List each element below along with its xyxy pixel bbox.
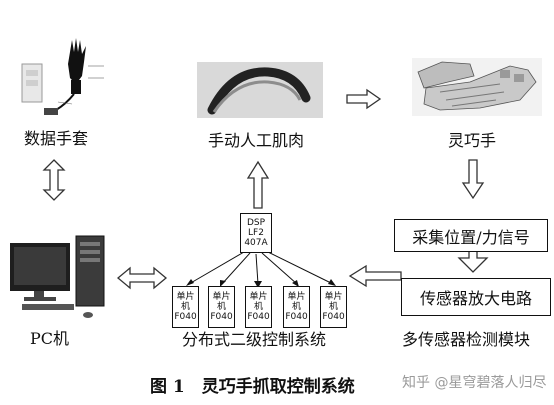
artificial-muscle-image [197, 62, 323, 118]
dsp-line2: LF2 [248, 228, 264, 238]
dsp-fanout-lines [188, 251, 334, 285]
mcu-5-line3: F040 [322, 312, 345, 322]
mcu-5-line1: 单片 [324, 292, 343, 302]
mcu-3-line3: F040 [247, 312, 270, 322]
manual-muscle-label: 手动人工肌肉 [208, 131, 305, 150]
arrow-double-pc-mcu [116, 266, 168, 290]
flow-arrows [42, 88, 489, 290]
arrow-down-collect-amplifier [457, 249, 489, 273]
mcu-2-line2: 机 [216, 302, 226, 312]
mcu-4-line1: 单片 [287, 292, 306, 302]
watermark-text: 知乎 @星穹碧落人归尽 [402, 375, 547, 391]
dsp-box: DSP LF2 407A [240, 213, 272, 253]
mcu-box-2: 单片 机 F040 [208, 286, 235, 328]
arrow-right-muscle-hand [346, 88, 382, 110]
collect-signal-text: 采集位置/力信号 [412, 227, 530, 247]
mcu-4-line3: F040 [285, 312, 308, 322]
arrow-left-amplifier-mcu [348, 264, 402, 288]
dsp-line3: 407A [244, 238, 268, 248]
distributed-system-label: 分布式二级控制系统 [182, 330, 327, 349]
dexterous-hand-image [412, 58, 542, 116]
data-glove-image [21, 38, 104, 115]
multi-sensor-module-label: 多传感器检测模块 [402, 330, 531, 349]
mcu-1-line2: 机 [180, 302, 190, 312]
arrow-double-glove-pc [42, 159, 66, 201]
dexterous-hand-label: 灵巧手 [448, 131, 497, 150]
dsp-fanout-arrowheads [186, 279, 336, 288]
figure-caption: 图 1 灵巧手抓取控制系统 [150, 377, 355, 397]
mcu-3-line1: 单片 [249, 292, 268, 302]
collect-signal-box: 采集位置/力信号 [394, 219, 548, 252]
amplifier-box: 传感器放大电路 [401, 278, 551, 316]
mcu-2-line3: F040 [210, 312, 233, 322]
mcu-box-4: 单片 机 F040 [283, 286, 310, 328]
mcu-1-line1: 单片 [176, 292, 195, 302]
mcu-2-line1: 单片 [212, 292, 231, 302]
mcu-3-line2: 机 [253, 302, 263, 312]
mcu-5-line2: 机 [328, 302, 338, 312]
pc-label: PC机 [30, 329, 70, 348]
amplifier-text: 传感器放大电路 [419, 289, 532, 308]
mcu-box-3: 单片 机 F040 [245, 286, 272, 328]
mcu-box-5: 单片 机 F040 [320, 286, 347, 328]
data-glove-label: 数据手套 [24, 129, 89, 148]
mcu-box-1: 单片 机 F040 [172, 286, 199, 328]
arrow-down-hand-collect [461, 159, 485, 200]
mcu-4-line2: 机 [291, 302, 301, 312]
arrow-up-dsp-muscle [246, 160, 270, 209]
mcu-1-line3: F040 [174, 312, 197, 322]
dsp-line1: DSP [246, 218, 266, 228]
pc-image [10, 235, 105, 318]
